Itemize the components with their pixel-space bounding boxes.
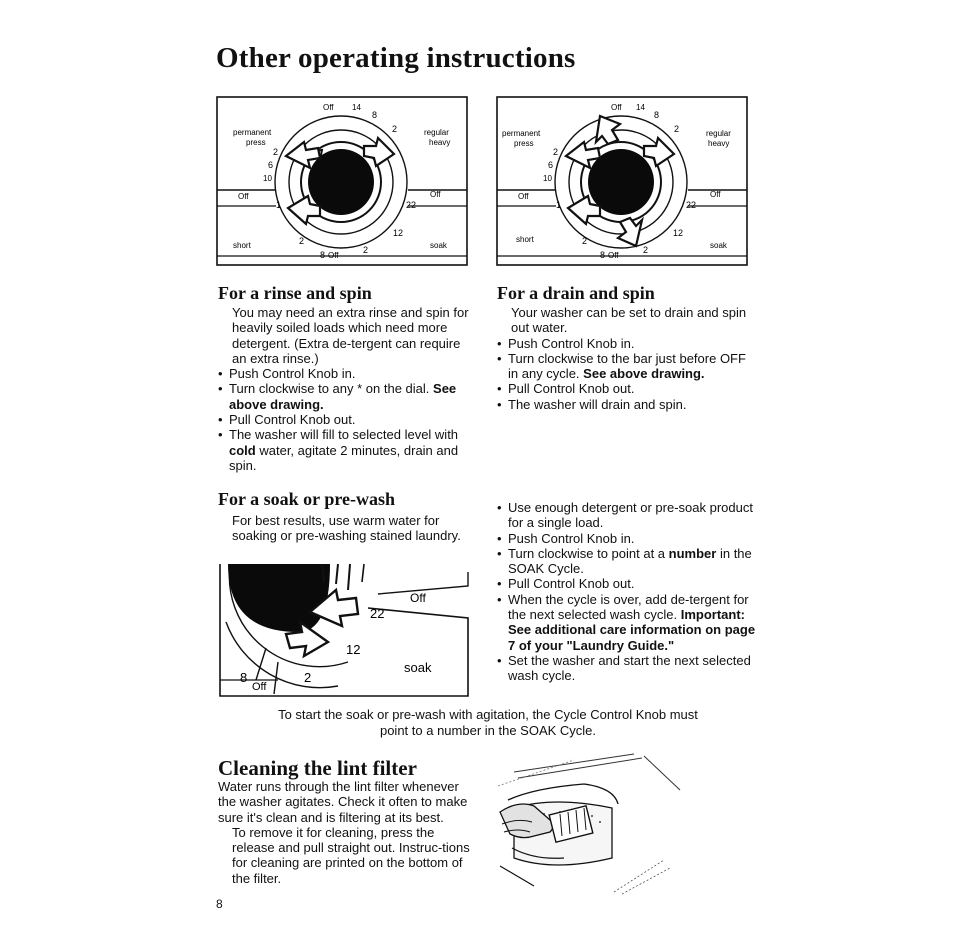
lint-filter-illustration — [497, 753, 681, 895]
svg-text:14: 14 — [352, 103, 361, 112]
svg-text:regular: regular — [706, 129, 731, 138]
dial-diagram-drain: Off 14 8 2 permanent press regular heavy… — [496, 96, 748, 266]
svg-text:heavy: heavy — [708, 139, 729, 148]
dial-top-off: Off — [323, 103, 334, 112]
svg-text:permanent: permanent — [502, 129, 541, 138]
svg-text:2: 2 — [299, 236, 304, 246]
svg-text:2: 2 — [392, 124, 397, 134]
list-item: Set the washer and start the next select… — [497, 653, 759, 684]
svg-text:6: 6 — [268, 160, 273, 170]
list-item: Pull Control Knob out. — [497, 381, 759, 397]
drain-heading: For a drain and spin — [497, 283, 655, 303]
svg-text:22: 22 — [406, 200, 416, 210]
page-title: Other operating instructions — [216, 42, 576, 74]
list-item: Pull Control Knob out. — [218, 412, 476, 428]
svg-text:8: 8 — [654, 110, 659, 120]
svg-text:6: 6 — [548, 160, 553, 170]
rinse-heading: For a rinse and spin — [218, 283, 372, 303]
svg-text:2: 2 — [553, 147, 558, 157]
svg-text:Off: Off — [611, 103, 622, 112]
list-item: Push Control Knob in. — [497, 531, 759, 547]
svg-text:8: 8 — [372, 110, 377, 120]
soak-heading: For a soak or pre-wash — [218, 489, 396, 509]
dial-bottom-off: Off — [328, 251, 339, 260]
drain-text: Your washer can be set to drain and spin… — [497, 305, 759, 412]
svg-text:press: press — [514, 139, 534, 148]
svg-text:Off: Off — [410, 591, 426, 605]
svg-text:2: 2 — [304, 670, 311, 685]
svg-text:10: 10 — [543, 174, 552, 183]
svg-text:2: 2 — [643, 245, 648, 255]
svg-text:1: 1 — [556, 200, 561, 210]
svg-text:8: 8 — [240, 670, 247, 685]
svg-text:soak: soak — [404, 660, 432, 675]
svg-text:press: press — [246, 138, 266, 147]
list-item: Use enough detergent or pre-soak product… — [497, 500, 759, 531]
svg-text:12: 12 — [673, 228, 683, 238]
soak-footnote: To start the soak or pre-wash with agita… — [278, 707, 698, 738]
svg-text:22: 22 — [370, 606, 384, 621]
svg-text:8: 8 — [320, 250, 325, 260]
list-item: Turn clockwise to the bar just before OF… — [497, 351, 759, 382]
list-item: Push Control Knob in. — [497, 336, 759, 352]
list-item: Turn clockwise to any * on the dial. See… — [218, 381, 476, 412]
svg-text:soak: soak — [710, 241, 728, 250]
svg-text:10: 10 — [263, 174, 272, 183]
page-number: 8 — [216, 897, 223, 911]
svg-text:Off: Off — [710, 190, 721, 199]
list-item: Turn clockwise to point at a number in t… — [497, 546, 759, 577]
svg-text:Off: Off — [518, 192, 529, 201]
list-item: When the cycle is over, add de-tergent f… — [497, 592, 759, 653]
regular-heavy-label: regular — [424, 128, 449, 137]
dial-diagram-rinse: Off 14 8 2 permanent press regular heavy… — [216, 96, 468, 266]
soak-label: soak — [430, 241, 448, 250]
svg-text:22: 22 — [686, 200, 696, 210]
svg-text:12: 12 — [346, 642, 360, 657]
svg-text:2: 2 — [273, 147, 278, 157]
svg-text:2: 2 — [582, 236, 587, 246]
svg-text:12: 12 — [393, 228, 403, 238]
rinse-text: You may need an extra rinse and spin for… — [218, 305, 476, 473]
list-item: The washer will drain and spin. — [497, 397, 759, 413]
lint-heading: Cleaning the lint filter — [218, 756, 417, 780]
svg-text:1: 1 — [276, 200, 281, 210]
list-item: Pull Control Knob out. — [497, 576, 759, 592]
svg-text:Off: Off — [252, 681, 267, 693]
svg-text:short: short — [516, 235, 535, 244]
soak-intro: For best results, use warm water for soa… — [232, 513, 461, 544]
soak-bullets: Use enough detergent or pre-soak product… — [497, 500, 759, 684]
svg-text:Off: Off — [608, 251, 619, 260]
dial-left-off: Off — [238, 192, 249, 201]
list-item: The washer will fill to selected level w… — [218, 427, 476, 473]
permanent-press-label: permanent — [233, 128, 272, 137]
short-label: short — [233, 241, 252, 250]
svg-text:14: 14 — [636, 103, 645, 112]
soak-dial-diagram: Off 22 12 soak 8 Off 2 — [219, 563, 469, 697]
list-item: Push Control Knob in. — [218, 366, 476, 382]
lint-text: Water runs through the lint filter whene… — [218, 779, 470, 886]
svg-text:heavy: heavy — [429, 138, 450, 147]
dial-right-off: Off — [430, 190, 441, 199]
svg-text:2: 2 — [674, 124, 679, 134]
svg-text:8: 8 — [600, 250, 605, 260]
svg-text:2: 2 — [363, 245, 368, 255]
